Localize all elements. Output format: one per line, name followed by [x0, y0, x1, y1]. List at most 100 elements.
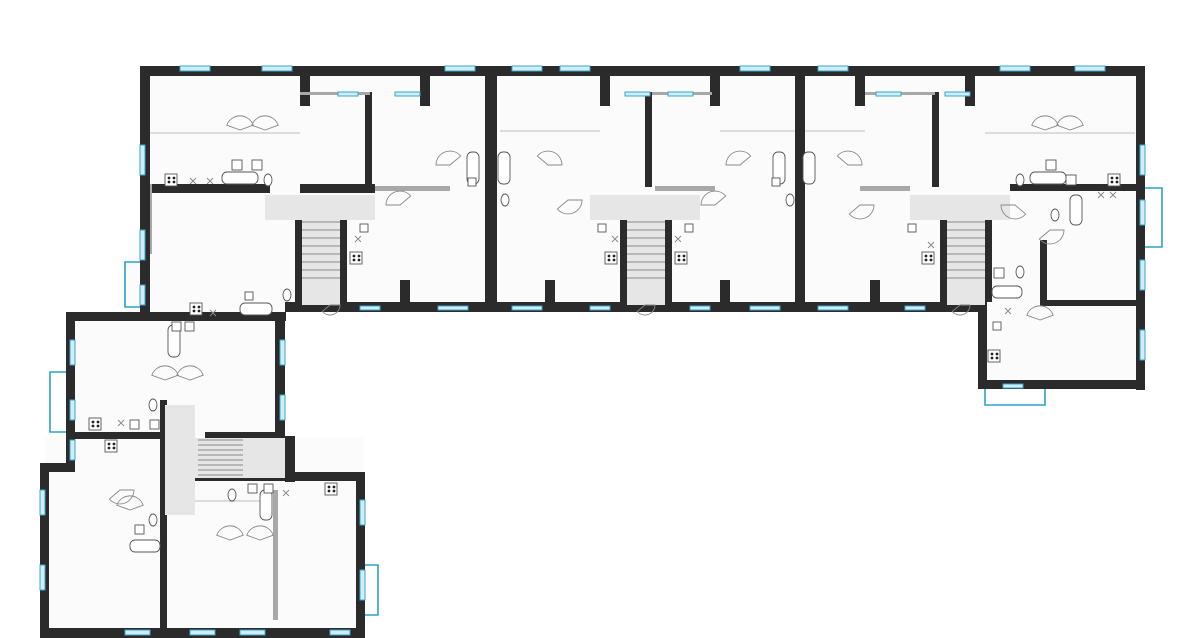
window [511, 305, 543, 311]
washer-icon [117, 177, 1117, 497]
toilet-icon [282, 288, 292, 302]
window [667, 91, 694, 97]
window [624, 91, 651, 97]
bathtub-icon [239, 302, 273, 316]
stove-icon [104, 439, 118, 453]
door-swing-icon [725, 150, 752, 166]
window [944, 91, 971, 97]
window [359, 305, 381, 311]
window [1139, 259, 1146, 291]
window [1139, 199, 1146, 226]
door-swing-icon [700, 190, 727, 206]
window [999, 65, 1031, 72]
window [904, 305, 926, 311]
window [329, 629, 351, 636]
door-swing-icon [536, 150, 563, 166]
window [139, 284, 146, 306]
door-swing-icon [216, 525, 244, 541]
stove-icon [674, 251, 688, 265]
door-swings [108, 115, 1084, 541]
toilet-icon [785, 193, 795, 207]
door-swing-icon [1038, 229, 1065, 245]
window [1139, 329, 1146, 361]
window [359, 499, 366, 526]
door-swing-icon [116, 495, 144, 511]
bathtub-icon [1029, 171, 1067, 185]
window [69, 439, 76, 461]
window [689, 305, 711, 311]
bathtub-icon [802, 151, 816, 185]
door-swing-icon [321, 304, 341, 316]
window [1074, 65, 1106, 72]
toilet-icon [1015, 265, 1025, 279]
window [239, 629, 266, 636]
window [337, 91, 359, 97]
door-swing-icon [636, 304, 656, 316]
floor-area [45, 70, 1140, 635]
door-swing-icon [176, 365, 204, 381]
staircases [165, 195, 1010, 515]
stove-icon [324, 482, 338, 496]
stove-icon [349, 251, 363, 265]
sink-icon [129, 159, 1077, 535]
stove-icon [604, 251, 618, 265]
door-swing-icon [848, 204, 875, 220]
door-swing-icon [1026, 305, 1054, 321]
window [139, 144, 146, 176]
stove-icon [164, 173, 178, 187]
window [179, 65, 211, 72]
window [875, 91, 902, 97]
window [261, 65, 293, 72]
door-swing-icon [108, 489, 135, 505]
door-swing-icon [1000, 204, 1027, 220]
door-swing-icon [836, 150, 863, 166]
stove-icon [921, 251, 935, 265]
window [559, 65, 591, 72]
window [69, 339, 76, 366]
staircase-icon [265, 195, 375, 305]
bathtub-icon [259, 489, 273, 521]
bathtub-icon [1069, 194, 1083, 226]
toilet-icon [1015, 173, 1025, 187]
door-swing-icon [246, 525, 274, 541]
toilet-icon [263, 173, 273, 187]
window [279, 394, 286, 421]
window [139, 229, 146, 261]
door-swing-icon [556, 199, 583, 215]
toilet-icon [148, 398, 158, 412]
window [817, 305, 849, 311]
windows [39, 65, 1146, 636]
bathtub-icon [497, 151, 511, 185]
stove-icon [1107, 173, 1121, 187]
staircase-icon [165, 405, 285, 515]
staircase-icon [910, 195, 1010, 305]
door-swing-icon [1056, 115, 1084, 131]
door-swing-icon [951, 304, 971, 316]
toilet-icon [500, 193, 510, 207]
window [749, 305, 781, 311]
staircase-icon [590, 195, 700, 305]
window [589, 305, 611, 311]
fixtures [88, 151, 1121, 553]
door-swing-icon [251, 115, 279, 131]
window [189, 629, 216, 636]
window [124, 629, 151, 636]
window [817, 65, 849, 72]
stove-icon [88, 417, 102, 431]
window [1002, 383, 1024, 389]
interior-walls [75, 66, 1140, 628]
window [444, 65, 476, 72]
window [394, 91, 421, 97]
window [511, 65, 543, 72]
bathtub-icon [991, 285, 1023, 299]
window [359, 569, 366, 601]
toilet-icon [148, 513, 158, 527]
window [39, 564, 46, 591]
door-swing-icon [385, 190, 412, 206]
window [39, 489, 46, 516]
bathtub-icon [221, 171, 259, 185]
window [279, 339, 286, 366]
window [739, 65, 771, 72]
